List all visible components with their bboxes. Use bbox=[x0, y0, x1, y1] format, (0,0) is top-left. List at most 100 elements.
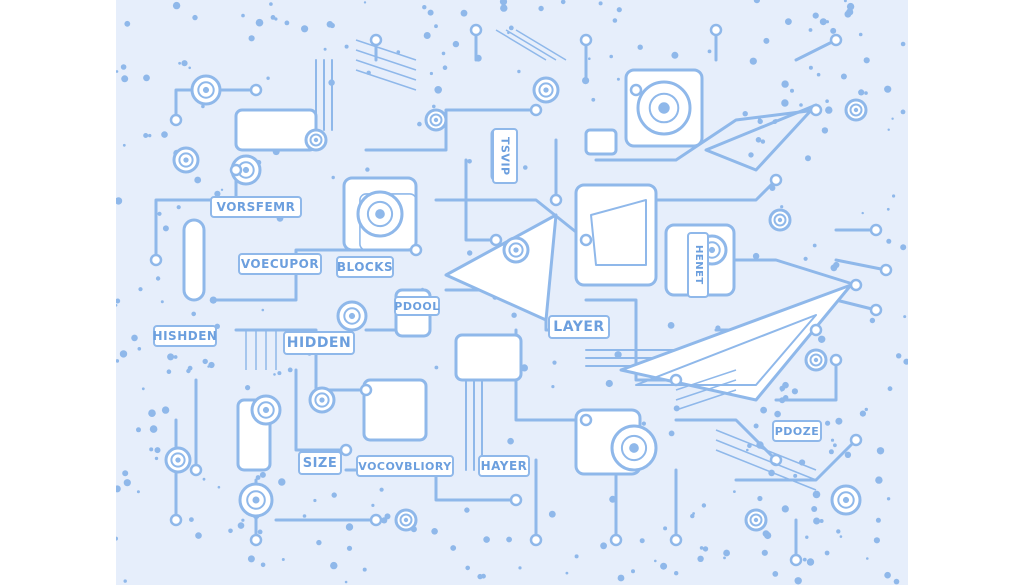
scatter-dot bbox=[699, 546, 704, 550]
scatter-dot bbox=[639, 538, 645, 544]
scatter-dot bbox=[245, 385, 251, 391]
scatter-dot bbox=[869, 317, 876, 324]
scatter-dot bbox=[173, 355, 178, 359]
scatter-dot bbox=[560, 0, 566, 5]
wire-end-node bbox=[369, 513, 383, 527]
wire-end-node bbox=[469, 23, 483, 37]
scatter-dot bbox=[284, 20, 290, 26]
scatter-dot bbox=[748, 152, 754, 158]
scatter-dot bbox=[612, 18, 618, 23]
scatter-dot bbox=[189, 517, 194, 522]
wire-end-node bbox=[879, 263, 893, 277]
scatter-dot bbox=[631, 569, 635, 574]
scatter-dot bbox=[346, 545, 353, 551]
ring-inner bbox=[314, 392, 330, 408]
scatter-dot bbox=[605, 379, 613, 388]
scatter-dot bbox=[167, 353, 175, 361]
ring-inner bbox=[257, 401, 275, 419]
scatter-dot bbox=[261, 308, 265, 312]
scatter-dot bbox=[523, 165, 528, 170]
ring-inner bbox=[809, 353, 823, 367]
scatter-dot bbox=[116, 197, 123, 205]
scatter-dot bbox=[808, 28, 813, 32]
scatter-dot bbox=[477, 57, 481, 60]
scatter-dot bbox=[499, 0, 508, 6]
wire-end-node bbox=[249, 83, 263, 97]
scatter-dot bbox=[803, 256, 808, 261]
scatter-dot bbox=[137, 347, 142, 351]
wire-end-node bbox=[669, 373, 683, 387]
scatter-dot bbox=[772, 571, 779, 577]
scatter-dot bbox=[781, 80, 789, 88]
scatter-dot bbox=[763, 37, 770, 44]
ring-inner bbox=[837, 491, 855, 509]
scatter-dot bbox=[434, 86, 443, 94]
scatter-dot bbox=[119, 350, 128, 358]
scatter-dot bbox=[313, 498, 317, 503]
scatter-dot bbox=[674, 571, 679, 576]
scatter-dot bbox=[517, 69, 521, 74]
scatter-dot bbox=[442, 65, 448, 70]
scatter-dot bbox=[467, 159, 472, 164]
hatching bbox=[245, 29, 817, 491]
scatter-dot bbox=[723, 549, 730, 557]
scatter-dot bbox=[201, 104, 205, 109]
scatter-dot bbox=[301, 25, 309, 33]
scatter-dot bbox=[441, 51, 446, 56]
scatter-dot bbox=[755, 137, 762, 143]
scatter-dot bbox=[172, 1, 181, 10]
scatter-dot bbox=[886, 497, 891, 501]
label-vocovblory: VOCOVBLIORY bbox=[356, 455, 454, 477]
ring-core bbox=[629, 443, 639, 453]
scatter-dot bbox=[875, 476, 883, 484]
wire-end-node bbox=[529, 533, 543, 547]
scatter-dot bbox=[774, 410, 781, 418]
scatter-dot bbox=[641, 421, 647, 426]
label-pdool: PDOOL bbox=[394, 296, 440, 316]
scatter-dot bbox=[432, 104, 436, 109]
scatter-dot bbox=[116, 485, 121, 493]
scatter-dot bbox=[344, 580, 348, 584]
label-blocks: BLOCKS bbox=[336, 256, 394, 278]
scatter-dot bbox=[371, 503, 375, 507]
scatter-dot bbox=[780, 205, 784, 209]
scatter-dot bbox=[723, 556, 726, 560]
scatter-dot bbox=[302, 514, 307, 518]
scatter-dot bbox=[799, 103, 803, 107]
scatter-dot bbox=[181, 60, 188, 67]
scatter-dot bbox=[257, 529, 263, 535]
wire-end-node bbox=[809, 103, 823, 117]
scatter-dot bbox=[746, 448, 749, 452]
scatter-dot bbox=[812, 12, 819, 19]
scatter-dot bbox=[520, 364, 528, 372]
scatter-dot bbox=[259, 471, 266, 478]
label-hayer: HAYER bbox=[478, 455, 530, 477]
wire-end-node bbox=[549, 193, 563, 207]
scatter-dot bbox=[208, 361, 215, 369]
scatter-dot bbox=[733, 490, 736, 493]
wire-end-node bbox=[359, 383, 373, 397]
scatter-dot bbox=[431, 528, 438, 535]
scatter-dot bbox=[270, 15, 276, 20]
wire-end-node bbox=[529, 103, 543, 117]
scatter-dot bbox=[791, 388, 799, 395]
scatter-dot bbox=[122, 143, 126, 147]
scatter-dot bbox=[843, 0, 847, 3]
scatter-dot bbox=[194, 176, 202, 184]
ring-core bbox=[753, 517, 759, 523]
scatter-dot bbox=[464, 507, 470, 513]
ring-inner bbox=[246, 490, 266, 510]
scatter-dot bbox=[813, 517, 821, 525]
scatter-dot bbox=[846, 2, 855, 11]
scatter-dot bbox=[812, 490, 821, 499]
ring-core bbox=[242, 166, 250, 174]
scatter-dot bbox=[753, 0, 760, 4]
scatter-dot bbox=[379, 487, 384, 492]
scatter-dot bbox=[427, 9, 434, 16]
scatter-dot bbox=[749, 57, 757, 65]
scatter-dot bbox=[149, 425, 158, 433]
scatter-dot bbox=[255, 18, 264, 27]
scatter-dot bbox=[422, 5, 427, 10]
scatter-dot bbox=[247, 555, 255, 563]
label-tsvip: TSVIP bbox=[492, 128, 518, 184]
